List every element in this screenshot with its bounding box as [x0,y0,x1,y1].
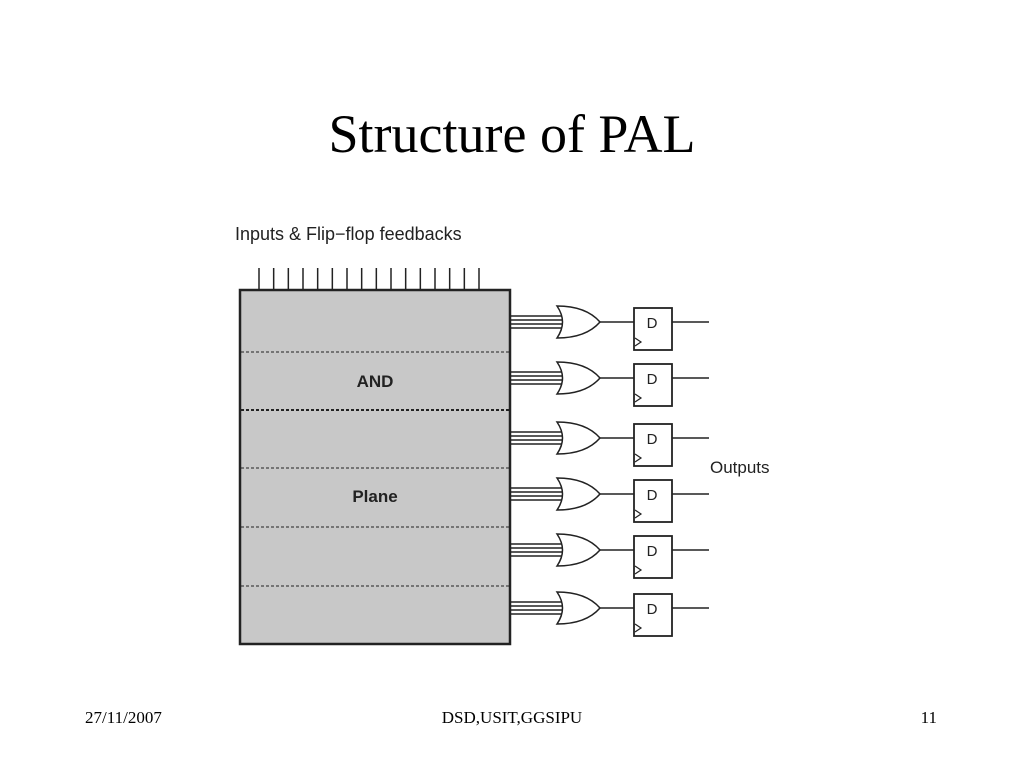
clock-input-icon [634,393,643,403]
output-stage: D [510,305,709,351]
and-label: AND [357,372,394,391]
output-stage: D [510,533,709,579]
or-gate [555,477,601,511]
footer-page-number: 11 [920,708,937,727]
or-gate [555,305,601,339]
footer-center-text: DSD,USIT,GGSIPU [441,708,583,727]
d-flip-flop [633,593,673,637]
footer-date: 27/11/2007 [85,708,162,727]
input-lines [258,268,480,290]
or-gate [555,533,601,567]
clock-input-icon [634,453,643,463]
or-gate [555,421,601,455]
flip-flop-label: D [647,315,658,332]
flip-flop-label: D [647,601,658,618]
and-plane [238,288,512,646]
flip-flop-label: D [647,543,658,560]
flip-flop-label: D [647,487,658,504]
output-stage: D [510,361,709,407]
clock-input-icon [634,565,643,575]
flip-flop-label: D [647,371,658,388]
output-stage: D [510,591,709,637]
clock-input-icon [634,509,643,519]
input-label: Inputs & Flip−flop feedbacks [235,224,462,244]
plane-label: Plane [352,487,397,506]
or-gate [555,591,601,625]
output-stage: D [510,477,709,523]
or-gate [555,361,601,395]
output-stage: D [510,421,709,467]
outputs-label: Outputs [710,458,770,477]
clock-input-icon [634,337,643,347]
clock-input-icon [634,623,643,633]
output-stages: D D D D D D [510,305,709,637]
flip-flop-label: D [647,431,658,448]
slide-title: Structure of PAL [328,104,696,164]
